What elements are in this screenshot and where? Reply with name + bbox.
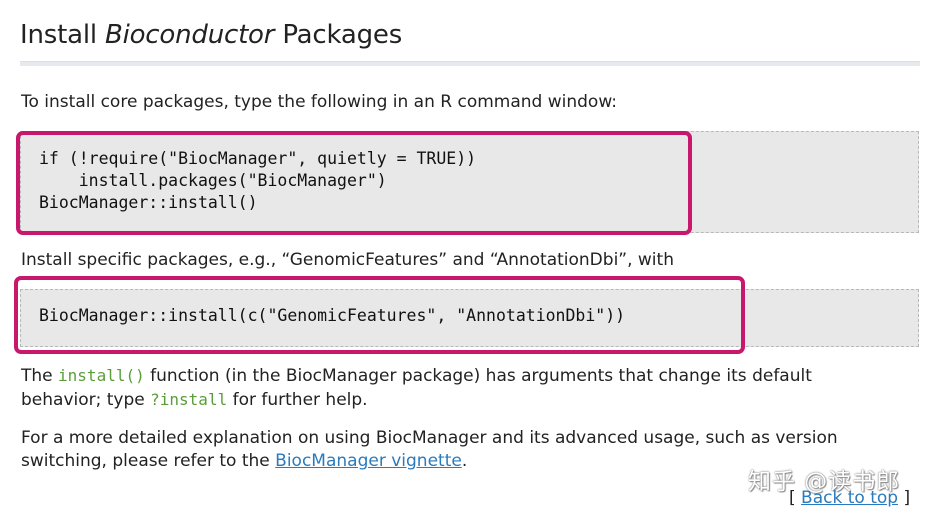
function-note-text: behavior; type <box>21 390 151 410</box>
code-line: BiocManager::install(c("GenomicFeatures"… <box>39 306 626 325</box>
title-emphasis: Bioconductor <box>104 20 275 50</box>
function-note-text: function (in the BiocManager package) ha… <box>144 366 812 386</box>
code-block-specific-install[interactable]: BiocManager::install(c("GenomicFeatures"… <box>20 289 919 347</box>
highlight-annotation-2 <box>14 276 745 354</box>
watermark: 知乎 @读书郎 <box>748 469 901 495</box>
biocmanager-vignette-link[interactable]: BiocManager vignette <box>275 451 462 471</box>
inline-code-help: ?install <box>150 390 228 409</box>
title-prefix: Install <box>20 20 105 50</box>
more-info-text: switching, please refer to the <box>21 451 276 471</box>
more-info: For a more detailed explanation on using… <box>21 427 838 473</box>
more-info-text: For a more detailed explanation on using… <box>21 428 838 448</box>
code-line: BiocManager::install() <box>39 193 258 212</box>
back-to-top-link[interactable]: Back to top <box>801 488 899 508</box>
code-lines: if (!require("BiocManager", quietly = TR… <box>39 148 476 214</box>
code-block-core-install[interactable]: if (!require("BiocManager", quietly = TR… <box>20 131 919 233</box>
page-title: Install Bioconductor Packages <box>20 20 402 50</box>
inline-code-install: install() <box>58 366 145 385</box>
function-note: The install() function (in the BiocManag… <box>21 364 812 412</box>
title-divider <box>20 61 920 66</box>
highlight-annotation-1 <box>16 131 692 235</box>
back-to-top: [ Back to top ] <box>789 488 910 508</box>
function-note-text: for further help. <box>227 390 368 410</box>
more-info-text: . <box>461 451 468 471</box>
intro-text: To install core packages, type the follo… <box>21 92 618 112</box>
function-note-text: The <box>21 366 59 386</box>
specific-packages-text: Install specific packages, e.g., “Genomi… <box>21 250 674 270</box>
bracket-open: [ <box>789 488 802 508</box>
title-suffix: Packages <box>274 20 403 50</box>
bracket-close: ] <box>898 488 911 508</box>
code-line: if (!require("BiocManager", quietly = TR… <box>39 149 477 168</box>
code-line: install.packages("BiocManager") <box>39 171 387 190</box>
